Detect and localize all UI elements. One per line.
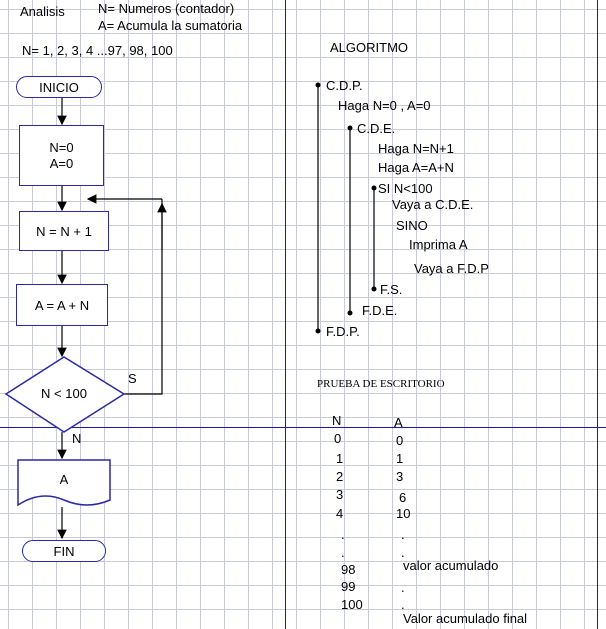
end-terminal: FIN — [22, 540, 106, 562]
desk-check-n-value: 1 — [336, 451, 344, 466]
algorithm-line: Haga N=N+1 — [378, 141, 454, 156]
end-label: FIN — [53, 543, 75, 559]
desk-check-n-value: 4 — [336, 506, 344, 521]
algorithm-line: C.D.E. — [357, 121, 396, 136]
accumulate-label: A = A + N — [34, 297, 90, 313]
algorithm-line: Imprima A — [409, 237, 468, 252]
analysis-var-a: A= Acumula la sumatoria — [98, 18, 243, 33]
algorithm-line: F.D.P. — [326, 324, 360, 339]
desk-check-a-value: . — [401, 597, 405, 612]
start-label: INICIO — [39, 79, 79, 95]
vertical-divider-left — [285, 0, 286, 629]
analysis-var-n: N= Numeros (contador) — [98, 1, 235, 16]
desk-check-a-value: . — [401, 545, 405, 560]
desk-check-note-final: Valor acumulado final — [403, 611, 528, 626]
desk-check-a-value: . — [401, 527, 405, 542]
decision-yes-label: S — [128, 371, 137, 386]
desk-check-n-value: 3 — [336, 487, 344, 502]
desk-check-a-value: 6 — [399, 490, 407, 505]
desk-check-a-value: 3 — [396, 469, 404, 484]
init-n-label: N=0 — [49, 139, 74, 155]
desk-check-a-value: . — [401, 580, 405, 595]
desk-check-col-a: A — [394, 415, 403, 430]
decision-label: N < 100 — [41, 386, 87, 401]
algorithm-line: Vaya a C.D.E. — [392, 197, 474, 212]
output-label: A — [59, 472, 69, 487]
desk-check-note-accumulated: valor acumulado — [403, 558, 499, 573]
desk-check-a-value: 10 — [396, 506, 411, 521]
init-a-label: A=0 — [49, 155, 74, 171]
algorithm-line: F.D.E. — [362, 303, 398, 318]
horizontal-divider — [0, 427, 606, 428]
algorithm-line: Haga N=0 , A=0 — [338, 98, 431, 113]
desk-check-title: PRUEBA DE ESCRITORIO — [317, 378, 445, 390]
accumulate-process-box: A = A + N — [16, 284, 108, 326]
desk-check-n-value: 99 — [341, 579, 356, 594]
desk-check-n-value: 98 — [341, 562, 356, 577]
algorithm-line: F.S. — [380, 282, 403, 297]
algorithm-line: SI N<100 — [378, 181, 433, 196]
init-process-box: N=0 A=0 — [19, 125, 104, 186]
algorithm-line: C.D.P. — [326, 78, 363, 93]
algorithm-line: Haga A=A+N — [378, 160, 454, 175]
start-terminal: INICIO — [16, 76, 102, 98]
desk-check-n-value: 2 — [336, 469, 344, 484]
algorithm-line: SINO — [396, 218, 428, 233]
decision-no-label: N — [72, 431, 82, 446]
desk-check-n-value: . — [341, 527, 345, 542]
desk-check-col-n: N — [332, 413, 342, 428]
desk-check-a-value: 0 — [396, 433, 404, 448]
algorithm-title: ALGORITMO — [330, 40, 409, 55]
increment-label: N = N + 1 — [36, 223, 92, 239]
desk-check-a-value: 1 — [396, 451, 404, 466]
desk-check-n-value: 0 — [334, 431, 342, 446]
desk-check-n-value: 100 — [341, 597, 363, 612]
desk-check-n-value: . — [341, 545, 345, 560]
increment-process-box: N = N + 1 — [19, 211, 109, 251]
analysis-series: N= 1, 2, 3, 4 ...97, 98, 100 — [22, 43, 173, 58]
algorithm-line: Vaya a F.D.P — [414, 261, 489, 276]
analysis-title: Analisis — [20, 4, 65, 19]
vertical-divider-right — [597, 0, 598, 629]
